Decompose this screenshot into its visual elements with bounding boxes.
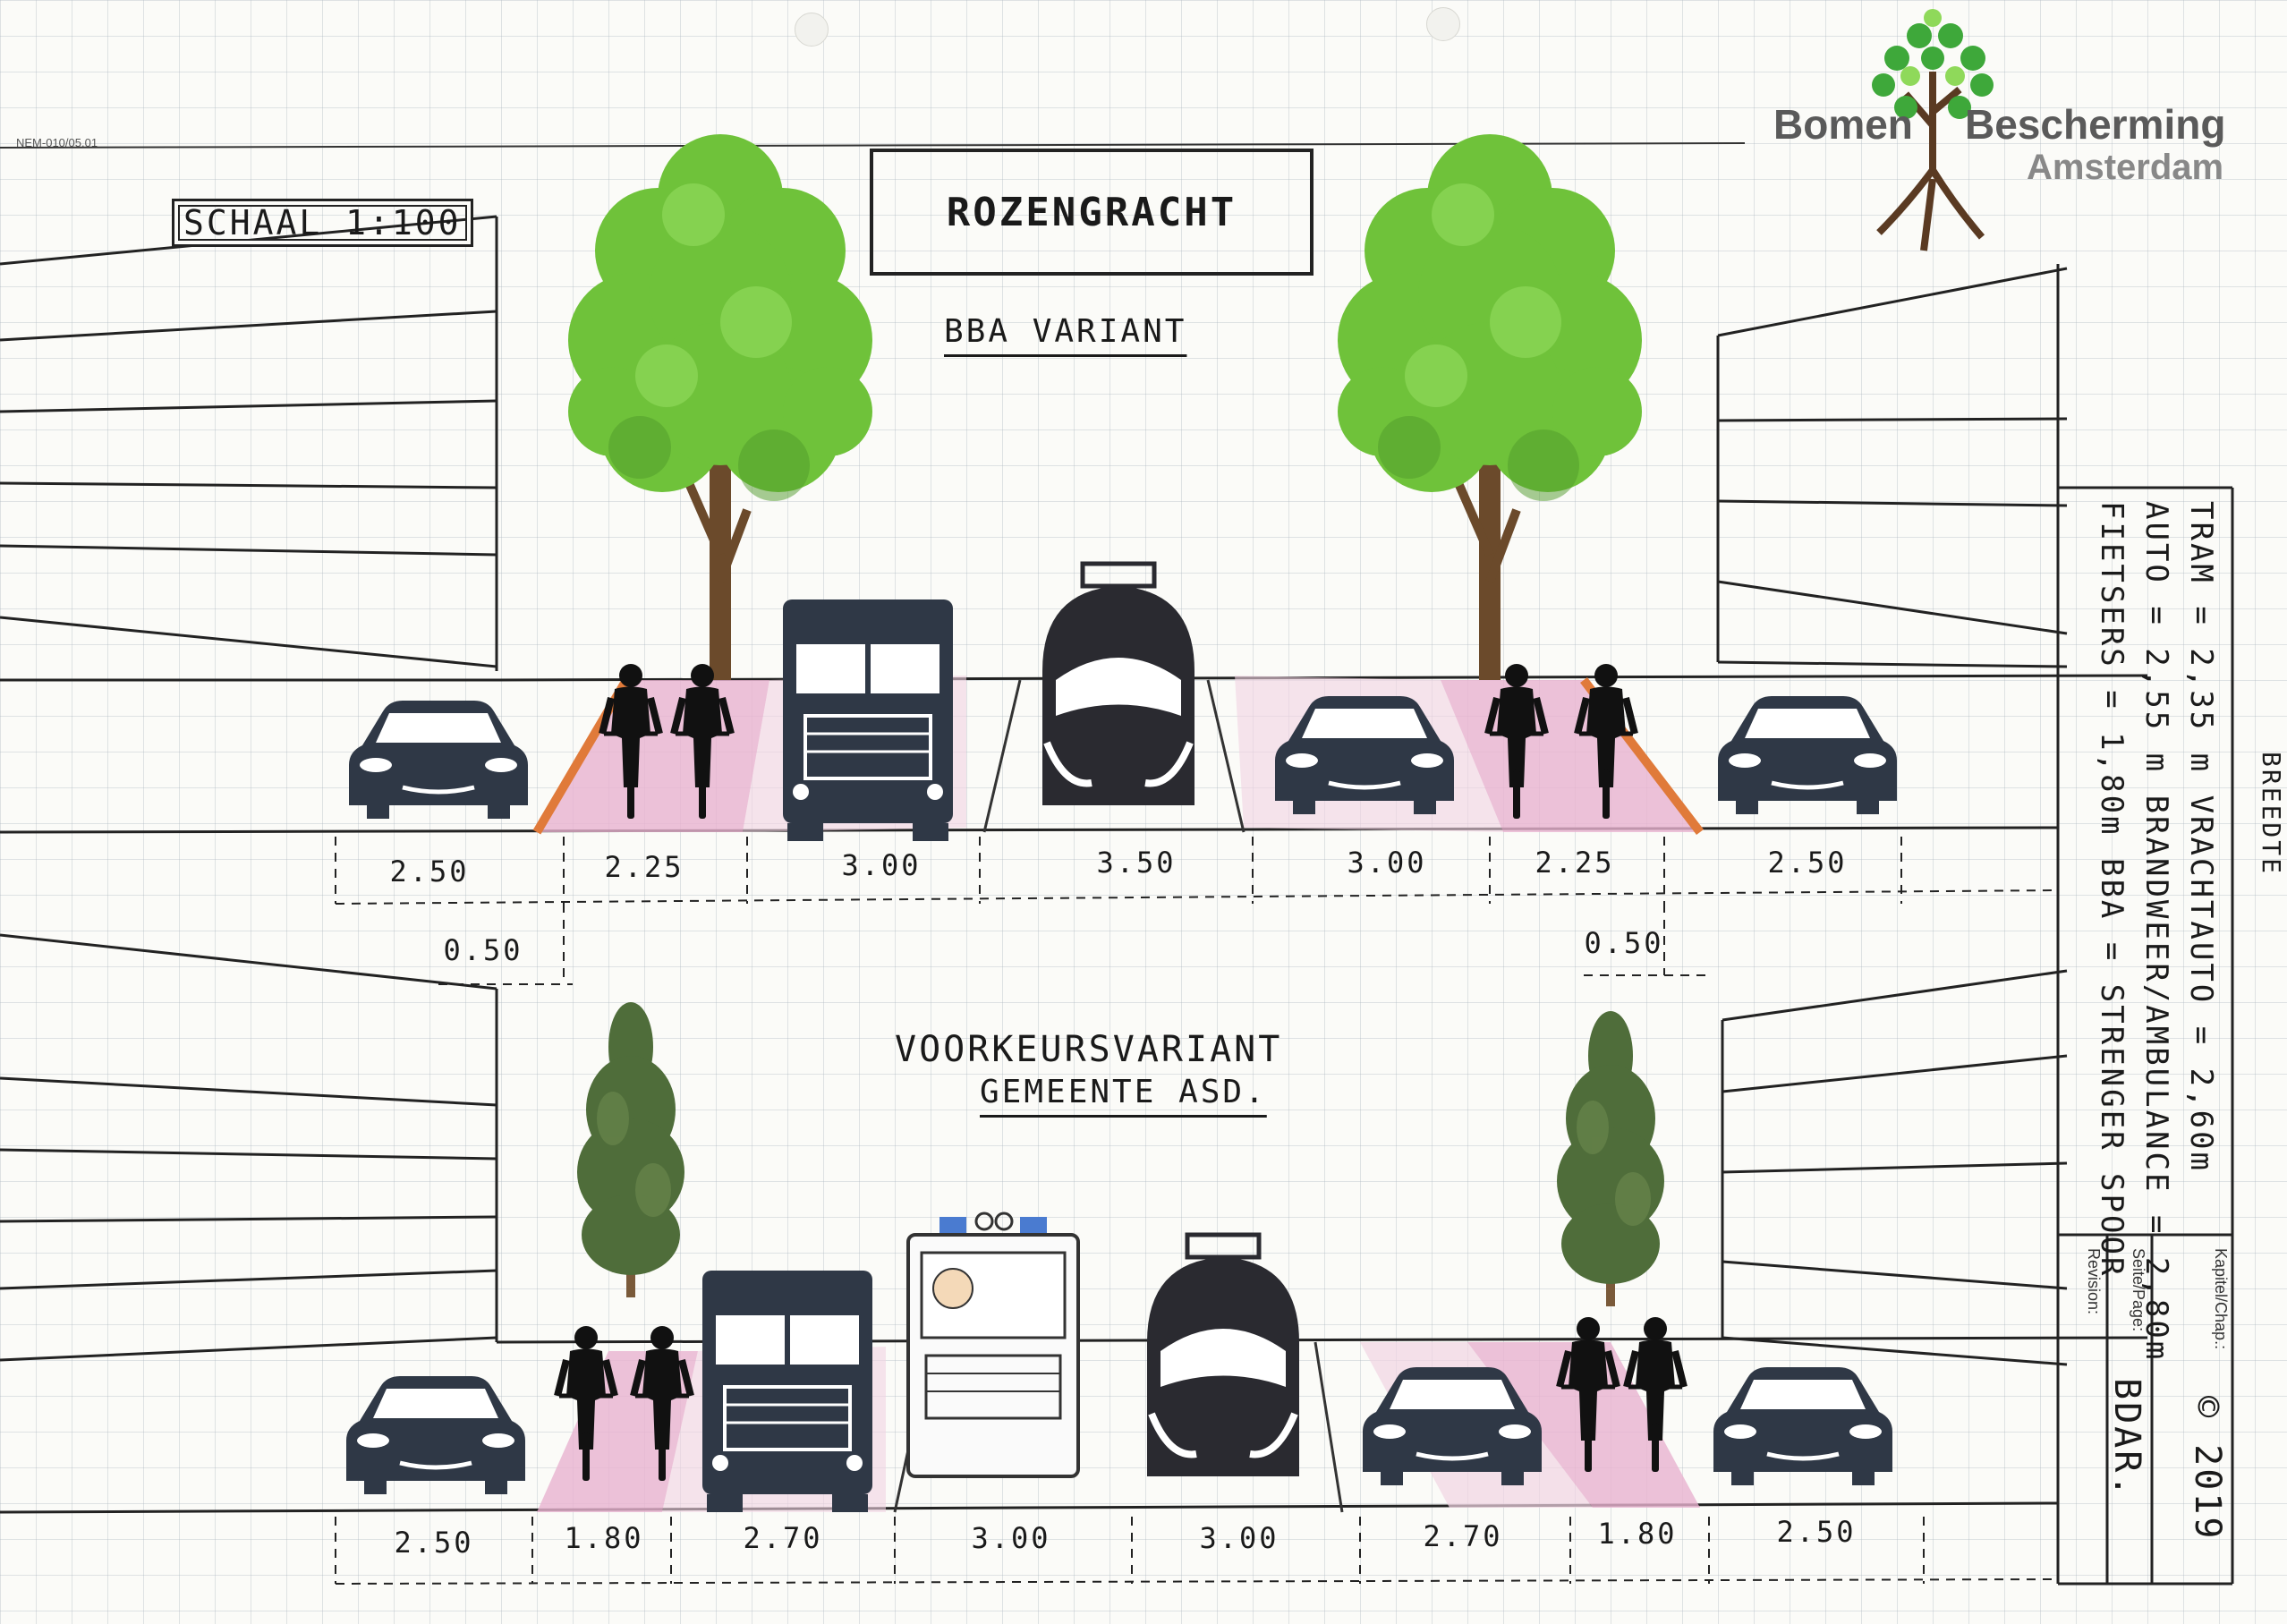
bottom-width-3: 2.70 (743, 1521, 823, 1555)
bottom-width-8: 2.50 (1776, 1515, 1857, 1549)
bottom-width-1: 2.50 (394, 1526, 474, 1560)
logo-line3: Amsterdam (2027, 148, 2224, 187)
scale-label: SCHAAL 1:100 (172, 199, 473, 247)
page-title: ROZENGRACHT (870, 149, 1314, 276)
page-label: Seite/Page: (2130, 1248, 2147, 1332)
page-value: BDAR. (2106, 1378, 2147, 1500)
punch-hole (1426, 7, 1460, 41)
bottom-width-2: 1.80 (564, 1521, 644, 1555)
legend-line3: FIETSERS = 1,80m BBA = STRENGER SPOOR (2094, 501, 2130, 1279)
top-width-4: 3.50 (1096, 846, 1177, 880)
top-offset-right: 0.50 (1584, 926, 1664, 960)
chapter-value: © 2019 (2187, 1396, 2228, 1542)
bottom-width-4: 3.00 (971, 1521, 1051, 1555)
top-width-6: 2.25 (1535, 846, 1615, 880)
top-width-2: 2.25 (604, 850, 684, 884)
chapter-label: Kapitel/Chap.: (2212, 1248, 2230, 1350)
top-section-label: BBA VARIANT (944, 313, 1187, 350)
bottom-width-5: 3.00 (1199, 1521, 1280, 1555)
bottom-section-sublabel: GEMEENTE ASD. (980, 1074, 1267, 1110)
revision-label: Revision: (2085, 1248, 2103, 1315)
legend-line2: AUTO = 2,55 m BRANDWEER/AMBULANCE = 2,80… (2138, 501, 2174, 1363)
legend-heading: BREEDTE (2257, 752, 2286, 877)
top-width-5: 3.00 (1347, 846, 1427, 880)
top-width-1: 2.50 (389, 855, 470, 889)
top-width-3: 3.00 (841, 848, 922, 882)
logo-line2: Bescherming (1965, 101, 2226, 148)
top-width-7: 2.50 (1767, 846, 1848, 880)
logo-line1: Bomen (1773, 101, 1913, 148)
legend-line1: TRAM = 2,35 m VRACHTAUTO = 2,60m (2183, 501, 2219, 1174)
bottom-width-6: 2.70 (1423, 1519, 1503, 1553)
bottom-width-7: 1.80 (1597, 1517, 1678, 1551)
bottom-section-label: VOORKEURSVARIANT (895, 1029, 1283, 1070)
top-offset-left: 0.50 (443, 933, 523, 967)
punch-hole (795, 13, 829, 47)
document-id: NEM-010/05.01 (16, 136, 98, 149)
